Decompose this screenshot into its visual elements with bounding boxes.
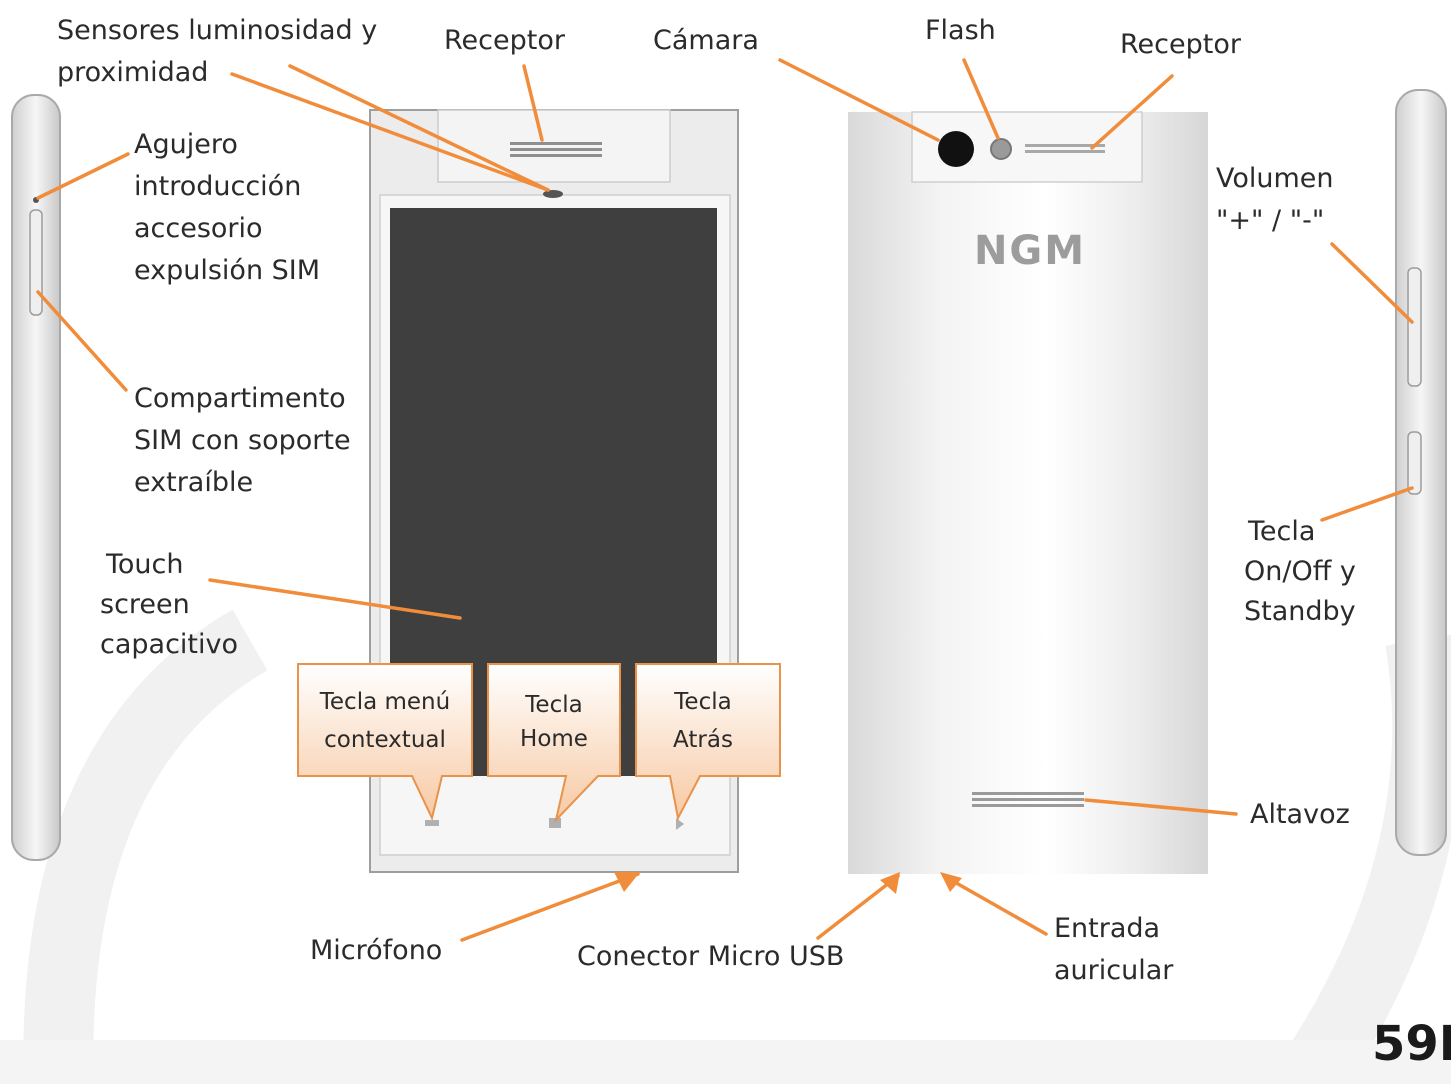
soft-key-icons [425,818,684,830]
label-sim-hole-line-1: Agujero [134,129,238,160]
label-touch-line-2: screen [100,589,190,620]
label-volume: Volumen "+" / "-" [1216,158,1334,242]
camera-lens [938,131,974,167]
label-usb: Conector Micro USB [577,941,845,972]
label-headset: Entrada auricular [1054,908,1173,992]
label-volume-line-2: "+" / "-" [1216,205,1325,236]
callout-menu-key: Tecla menú contextual [298,683,472,759]
bottom-band [0,1040,1451,1084]
label-flash: Flash [925,15,996,46]
label-volume-line-1: Volumen [1216,163,1334,194]
page-number: 59I [1372,1016,1451,1072]
flash-lens [990,138,1012,160]
proximity-sensor [543,190,563,198]
speaker-grille [972,792,1084,807]
label-power-line-3: Standby [1244,596,1356,627]
label-headset-line-2: auricular [1054,955,1174,986]
label-sim-hole: Agujero introducción accesorio expulsión… [134,124,320,292]
callout-back-key: Tecla Atrás [636,683,770,759]
label-sensors-line-2: proximidad [57,57,209,88]
label-power-line-2: On/Off y [1244,556,1356,587]
leader-arrowheads [614,872,962,894]
label-sim-hole-line-2: introducción [134,171,302,202]
label-sim-hole-line-4: expulsión SIM [134,255,321,286]
label-power-key: Tecla On/Off y Standby [1244,512,1356,632]
label-touch-line-1: Touch [106,549,184,580]
label-sim-tray-line-3: extraíble [134,467,254,498]
label-power-line-1: Tecla [1248,516,1316,547]
callout-home-line-1: Tecla [525,692,583,718]
label-headset-line-1: Entrada [1054,913,1161,944]
callout-back-line-2: Atrás [673,727,733,753]
label-sim-tray-line-1: Compartimento [134,383,346,414]
callout-shapes [297,663,781,824]
back-view: NGM [848,111,1208,874]
label-receiver-front: Receptor [444,25,565,56]
brand-logo: NGM [974,228,1086,274]
leader-lines [36,58,1414,942]
label-sim-tray-line-2: SIM con soporte [134,425,351,456]
label-touch-line-3: capacitivo [100,629,239,660]
left-side-view [11,94,61,861]
label-sim-hole-line-3: accesorio [134,213,263,244]
label-touch-screen: Touch screen capacitivo [100,545,238,665]
right-side-view [1395,89,1447,856]
front-receiver-grille [510,142,602,157]
callout-menu-line-2: contextual [324,727,446,753]
callout-home-key: Tecla Home [488,688,620,756]
callout-back-line-1: Tecla [674,689,732,715]
callout-menu-line-1: Tecla menú [319,689,451,715]
label-receiver-back: Receptor [1120,29,1241,60]
label-camera: Cámara [653,25,759,56]
callout-home-line-2: Home [520,726,588,752]
label-sensors-line-1: Sensores luminosidad y [57,15,378,46]
label-sensors: Sensores luminosidad y proximidad [57,10,377,94]
label-microphone: Micrófono [310,935,443,966]
back-receiver-grille [1025,144,1105,153]
label-sim-tray: Compartimento SIM con soporte extraíble [134,378,351,504]
label-speaker: Altavoz [1250,799,1350,830]
